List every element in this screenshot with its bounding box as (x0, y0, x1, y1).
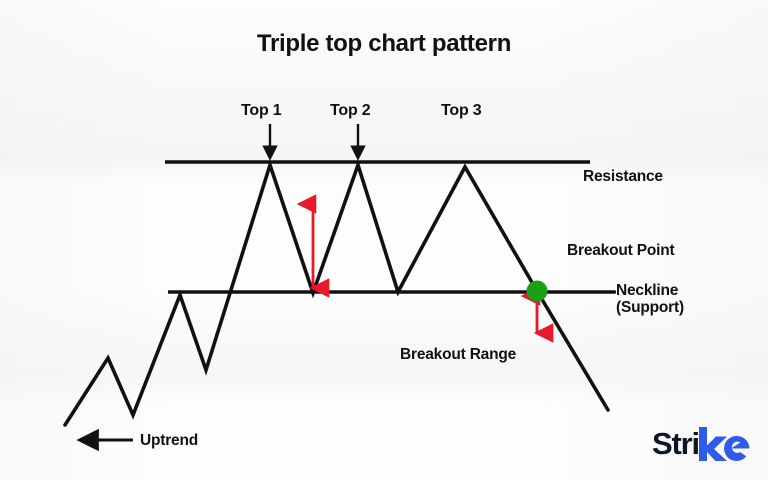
label-neckline-support: Neckline (Support) (616, 282, 684, 317)
label-breakout-range: Breakout Range (400, 346, 517, 363)
label-resistance: Resistance (583, 168, 663, 185)
price-line (63, 159, 610, 427)
label-top-3: Top 3 (441, 102, 482, 119)
label-neckline-line-1: Neckline (616, 282, 679, 299)
label-breakout-point: Breakout Point (567, 242, 675, 259)
breakout-point-marker (526, 280, 548, 302)
label-top-2: Top 2 (330, 102, 371, 119)
label-uptrend: Uptrend (140, 432, 199, 449)
strike-logo-text: Stri (652, 426, 700, 461)
logo-e-glyph (724, 435, 750, 461)
label-top-1: Top 1 (241, 102, 282, 119)
logo-k-glyph (699, 427, 727, 461)
label-neckline-line-2: (Support) (616, 299, 684, 317)
strike-logo: Stri (652, 424, 756, 464)
strike-logo-mark (699, 427, 750, 461)
page-title: Triple top chart pattern (256, 30, 512, 57)
